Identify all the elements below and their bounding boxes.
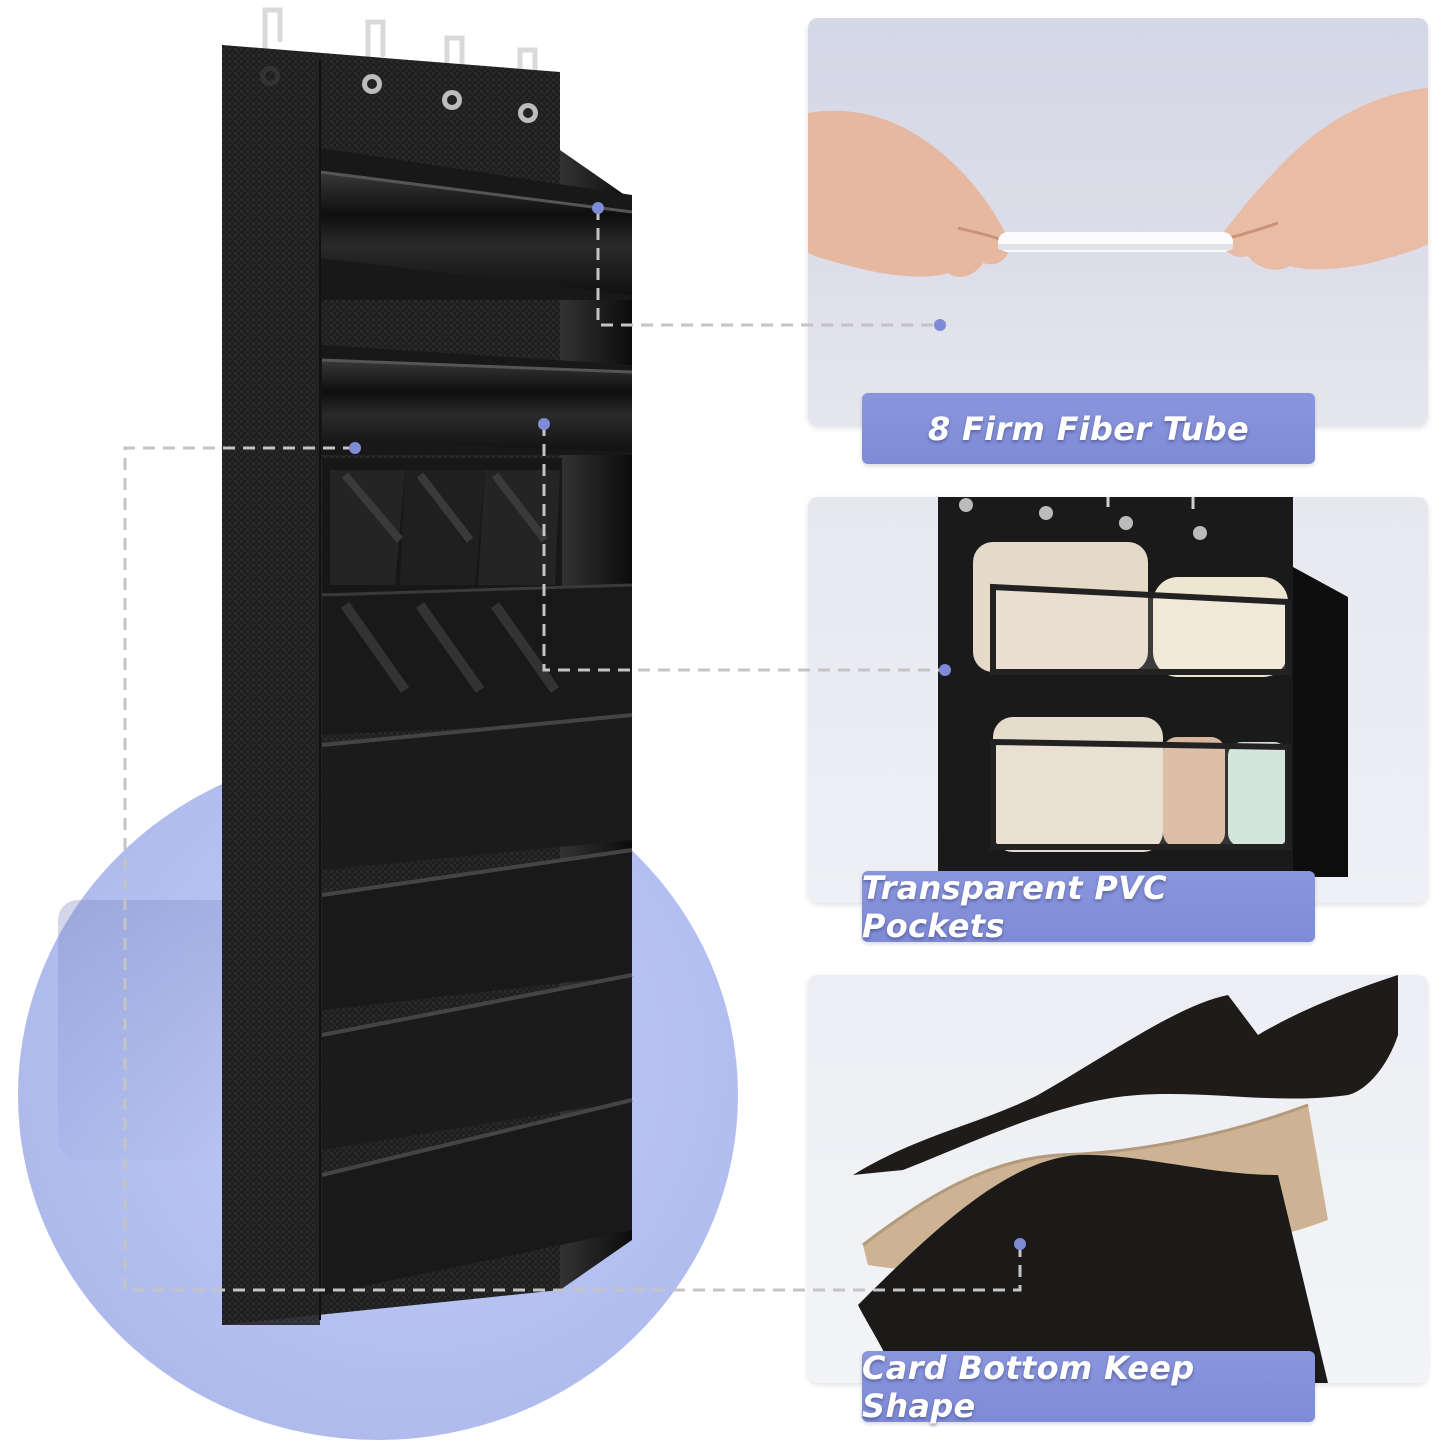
fiber-tube-panel bbox=[808, 18, 1428, 426]
feature-label-pvc-pockets: Transparent PVC Pockets bbox=[862, 869, 1315, 945]
door-organizer-photo bbox=[222, 7, 633, 1325]
feature-label-fiber-tube: 8 Firm Fiber Tube bbox=[862, 393, 1315, 464]
hands-stretching-tube-icon bbox=[808, 88, 1428, 277]
organizer-with-towels-icon bbox=[938, 497, 1348, 877]
card-bottom-panel bbox=[808, 975, 1428, 1383]
mesh-pockets-row2 bbox=[321, 583, 633, 735]
mesh-pockets-row1 bbox=[322, 458, 562, 593]
feature-label-card-bottom: Card Bottom Keep Shape bbox=[862, 1349, 1315, 1425]
pvc-pockets-panel bbox=[808, 497, 1428, 903]
layered-card-bottom-icon bbox=[853, 975, 1398, 1383]
